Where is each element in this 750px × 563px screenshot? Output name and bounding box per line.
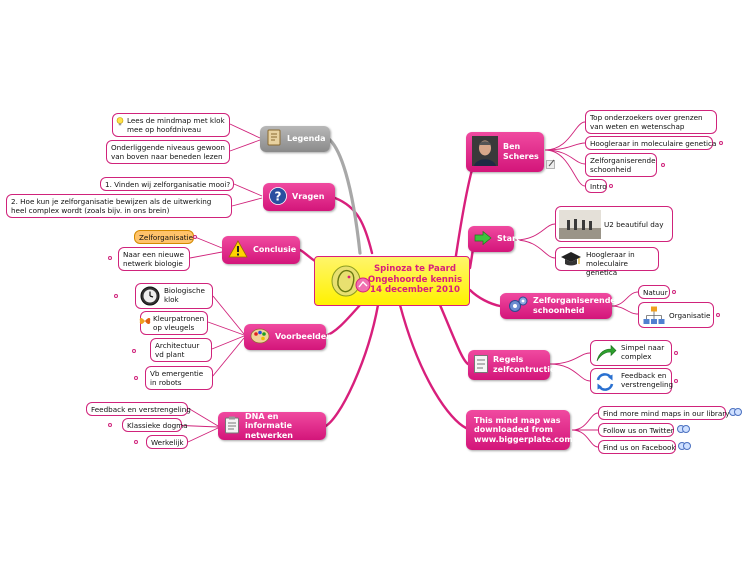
branch-start[interactable]: Start — [468, 226, 520, 252]
leaf-ben-4[interactable]: Intro — [585, 179, 607, 193]
expand-handle[interactable] — [114, 294, 118, 298]
expand-handle[interactable] — [134, 376, 138, 380]
horse-icon — [355, 277, 371, 293]
org-chart-icon — [643, 306, 665, 324]
clock-icon — [140, 286, 160, 306]
clipboard-icon — [224, 416, 240, 437]
butterfly-icon — [139, 317, 151, 325]
branch-label: Ben Scheres — [503, 142, 539, 161]
expand-handle[interactable] — [716, 313, 720, 317]
branch-download[interactable]: This mind map was downloaded from www.bi… — [466, 410, 573, 450]
expand-handle[interactable] — [609, 184, 613, 188]
expand-handle[interactable] — [108, 423, 112, 427]
branch-regels[interactable]: Regels zelfcontructie — [468, 350, 555, 380]
spinoza-portrait-icon — [331, 265, 361, 297]
branch-dna[interactable]: DNA en informatie netwerken — [218, 412, 326, 440]
central-line-3: 14 december 2010 — [370, 285, 460, 296]
warning-icon — [228, 239, 248, 261]
branch-ben-scheres[interactable]: Ben Scheres — [466, 132, 544, 172]
central-line-2: Ongehoorde kennis — [367, 274, 463, 285]
branch-label: Legenda — [287, 134, 326, 144]
expand-handle[interactable] — [108, 256, 112, 260]
palette-icon — [250, 328, 270, 347]
expand-handle[interactable] — [674, 351, 678, 355]
refresh-icon — [596, 373, 614, 391]
branch-label: This mind map was downloaded from www.bi… — [474, 415, 573, 444]
leaf-download-1[interactable]: Find more mind maps in our library — [598, 406, 729, 420]
branch-vragen[interactable]: ? Vragen — [263, 183, 335, 211]
leaf-dna-1[interactable]: Feedback en verstrengeling — [86, 402, 191, 416]
leaf-conclusie-2[interactable]: Naar een nieuwe netwerk biologie — [118, 247, 190, 271]
graduation-cap-icon — [561, 252, 581, 266]
arrow-right-icon — [474, 230, 492, 248]
leaf-voorbeelden-2[interactable]: Kleurpatronen op vleugels — [139, 311, 208, 335]
expand-handle[interactable] — [719, 141, 723, 145]
leaf-zelforg-2[interactable]: Organisatie — [638, 302, 714, 328]
leaf-voorbeelden-1[interactable]: Biologische klok — [135, 283, 213, 309]
lightbulb-icon — [116, 117, 124, 126]
note-icon — [546, 159, 555, 169]
branch-label: Zelforganiserende schoonheid — [533, 296, 616, 315]
leaf-start-1[interactable]: U2 beautiful day — [555, 206, 673, 242]
leaf-vragen-1[interactable]: 1. Vinden wij zelforganisatie mooi? — [100, 177, 234, 191]
branch-label: Vragen — [292, 192, 325, 202]
leaf-regels-1[interactable]: Simpel naar complex — [590, 340, 672, 366]
expand-handle[interactable] — [193, 235, 197, 239]
leaf-voorbeelden-3[interactable]: Architectuur vd plant — [150, 338, 212, 362]
expand-handle[interactable] — [661, 163, 665, 167]
link-icon — [678, 442, 691, 450]
leaf-dna-3[interactable]: Werkelijk — [146, 435, 188, 449]
link-icon — [677, 425, 690, 433]
curved-arrow-icon — [596, 344, 617, 362]
link-icon — [729, 408, 742, 416]
gears-icon — [508, 296, 528, 317]
expand-handle[interactable] — [132, 349, 136, 353]
branch-label: Start — [497, 234, 520, 244]
expand-handle[interactable] — [672, 290, 676, 294]
leaf-vragen-2[interactable]: 2. Hoe kun je zelforganisatie bewijzen a… — [6, 194, 232, 218]
leaf-dna-2[interactable]: Klassieke dogma — [122, 418, 188, 432]
branch-label: Voorbeelden — [275, 332, 332, 342]
leaf-download-3[interactable]: Find us on Facebook — [598, 440, 676, 454]
leaf-legenda-1[interactable]: Lees de mindmap met klok mee op hoofdniv… — [112, 113, 230, 137]
leaf-conclusie-1[interactable]: Zelforganisatie — [134, 230, 194, 244]
portrait-photo-icon — [472, 135, 498, 169]
question-icon: ? — [269, 186, 287, 208]
leaf-ben-2[interactable]: Hoogleraar in moleculaire genetica — [585, 136, 716, 150]
leaf-start-2[interactable]: Hoogleraar in moleculaire genetica — [555, 247, 659, 277]
band-photo-icon — [559, 210, 601, 239]
checklist-icon — [474, 354, 488, 376]
leaf-download-2[interactable]: Follow us on Twitter — [598, 423, 674, 437]
leaf-ben-1[interactable]: Top onderzoekers over grenzen van weten … — [585, 110, 717, 134]
expand-handle[interactable] — [134, 440, 138, 444]
central-topic[interactable]: Spinoza te Paard Ongehoorde kennis 14 de… — [314, 256, 470, 306]
expand-handle[interactable] — [674, 379, 678, 383]
branch-legenda[interactable]: Legenda — [260, 126, 330, 152]
leaf-zelforg-1[interactable]: Natuur — [638, 285, 670, 299]
scroll-icon — [266, 129, 282, 149]
branch-zelforganiserende[interactable]: Zelforganiserende schoonheid — [500, 293, 616, 319]
branch-label: Regels zelfcontructie — [493, 355, 556, 374]
branch-conclusie[interactable]: Conclusie — [222, 236, 300, 264]
svg-text:?: ? — [275, 189, 282, 203]
leaf-voorbeelden-4[interactable]: Vb emergentie in robots — [145, 366, 213, 390]
leaf-regels-2[interactable]: Feedback en verstrengeling — [590, 368, 673, 394]
branch-label: Conclusie — [253, 245, 297, 255]
leaf-legenda-2[interactable]: Onderliggende niveaus gewoon van boven n… — [106, 140, 230, 164]
branch-voorbeelden[interactable]: Voorbeelden — [244, 324, 332, 350]
branch-label: DNA en informatie netwerken — [245, 411, 293, 440]
leaf-ben-3[interactable]: Zelforganiserende schoonheid — [585, 153, 657, 177]
central-line-1: Spinoza te Paard — [373, 264, 457, 274]
